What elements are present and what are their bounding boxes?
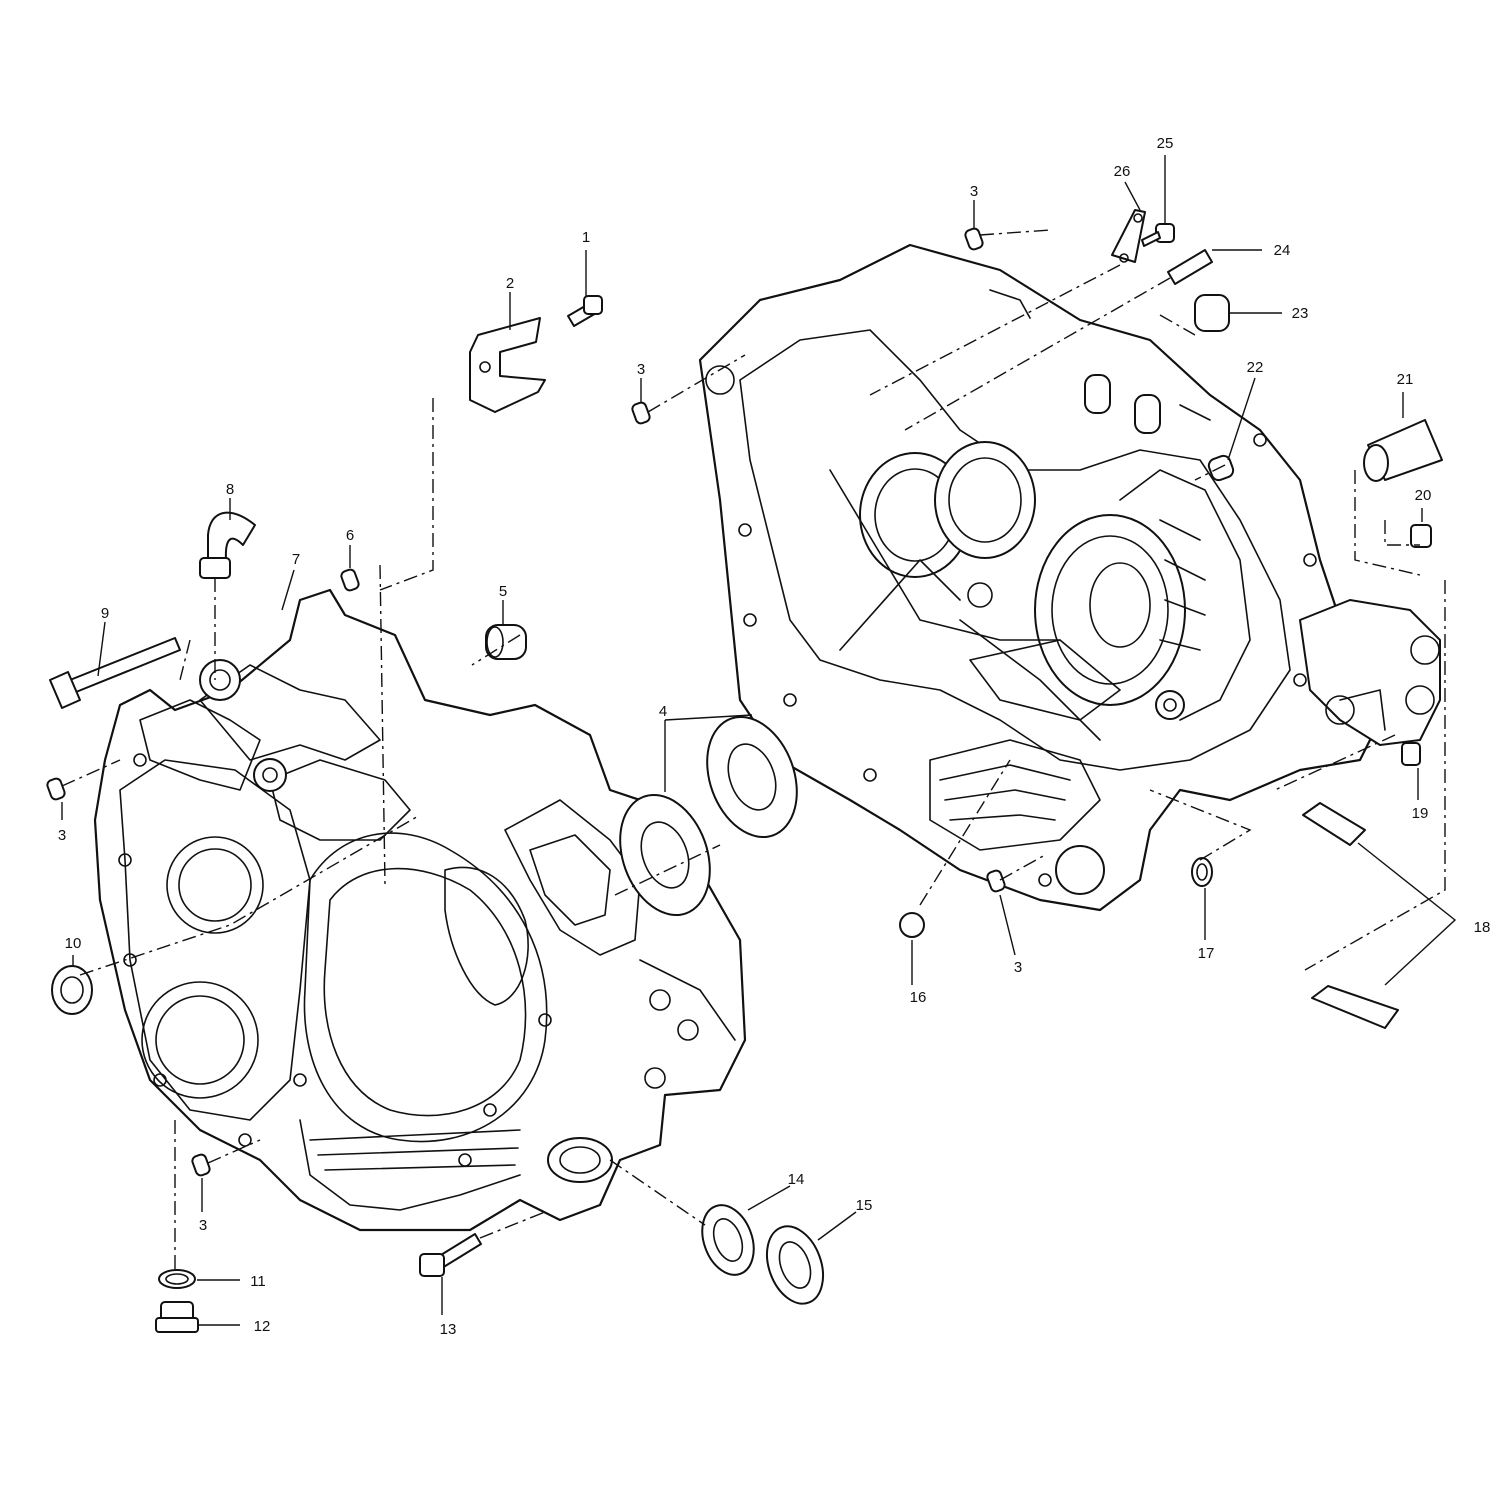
bushing-23 xyxy=(1194,294,1230,332)
callout-3-bottom-left: 3 xyxy=(199,1217,207,1234)
plug-20 xyxy=(1410,524,1432,548)
callout-19: 19 xyxy=(1412,805,1429,822)
bolt-25 xyxy=(1141,223,1175,247)
callout-15: 15 xyxy=(856,1197,873,1214)
callout-3-left: 3 xyxy=(58,827,66,844)
callout-25: 25 xyxy=(1157,135,1174,152)
right-crankcase-half xyxy=(698,243,1441,912)
callout-14: 14 xyxy=(788,1171,805,1188)
callout-23: 23 xyxy=(1292,305,1309,322)
washer-17 xyxy=(1191,857,1213,887)
callout-12: 12 xyxy=(254,1318,271,1335)
assembly-guide-lines xyxy=(61,229,1446,1270)
dowel-pins-3 xyxy=(46,227,1006,1177)
callout-17: 17 xyxy=(1198,945,1215,962)
callout-20: 20 xyxy=(1415,487,1432,504)
stud-24 xyxy=(1167,249,1213,285)
dowel-22 xyxy=(1207,454,1235,482)
bushing-10 xyxy=(51,965,93,1015)
callout-13: 13 xyxy=(440,1321,457,1338)
long-bolt-9 xyxy=(49,637,181,709)
threaded-fitting-21 xyxy=(1363,419,1443,482)
callout-7: 7 xyxy=(292,551,300,568)
callout-2: 2 xyxy=(506,275,514,292)
callout-10: 10 xyxy=(65,935,82,952)
callout-8: 8 xyxy=(226,481,234,498)
elbow-fitting-8 xyxy=(199,511,256,579)
left-crankcase-half xyxy=(93,588,747,1232)
callout-3-top-right: 3 xyxy=(970,183,978,200)
dowel-pin-6 xyxy=(340,568,360,592)
bracket-26 xyxy=(1111,209,1146,263)
callout-leaders xyxy=(61,155,1457,1326)
callout-1: 1 xyxy=(582,229,590,246)
callout-11: 11 xyxy=(250,1273,266,1290)
fittings-18 xyxy=(1302,802,1399,1029)
callout-21: 21 xyxy=(1397,371,1414,388)
callout-16: 16 xyxy=(910,989,927,1006)
ball-bearings-4 xyxy=(619,715,798,917)
callout-24: 24 xyxy=(1274,242,1291,259)
callout-3-bottom-right: 3 xyxy=(1014,959,1022,976)
callout-9: 9 xyxy=(101,605,109,622)
plug-19 xyxy=(1401,742,1421,766)
callout-labels: 1 2 3 3 3 3 3 4 5 6 7 8 9 10 11 12 13 14… xyxy=(58,135,1491,1338)
oil-seal-15 xyxy=(765,1225,825,1305)
callout-18: 18 xyxy=(1474,919,1491,936)
callout-4: 4 xyxy=(659,703,667,720)
bolt-part-1 xyxy=(567,295,603,327)
seal-ring-11 xyxy=(158,1269,196,1289)
drain-plug-12 xyxy=(155,1301,199,1333)
callout-22: 22 xyxy=(1247,359,1264,376)
needle-bearing-14 xyxy=(701,1204,755,1276)
clip-part-2 xyxy=(469,317,546,413)
plug-16 xyxy=(899,912,925,938)
callout-3-top-left: 3 xyxy=(637,361,645,378)
bolt-13 xyxy=(419,1233,482,1277)
bushing-5 xyxy=(485,624,527,660)
callout-26: 26 xyxy=(1114,163,1131,180)
callout-5: 5 xyxy=(499,583,507,600)
callout-6: 6 xyxy=(346,527,354,544)
